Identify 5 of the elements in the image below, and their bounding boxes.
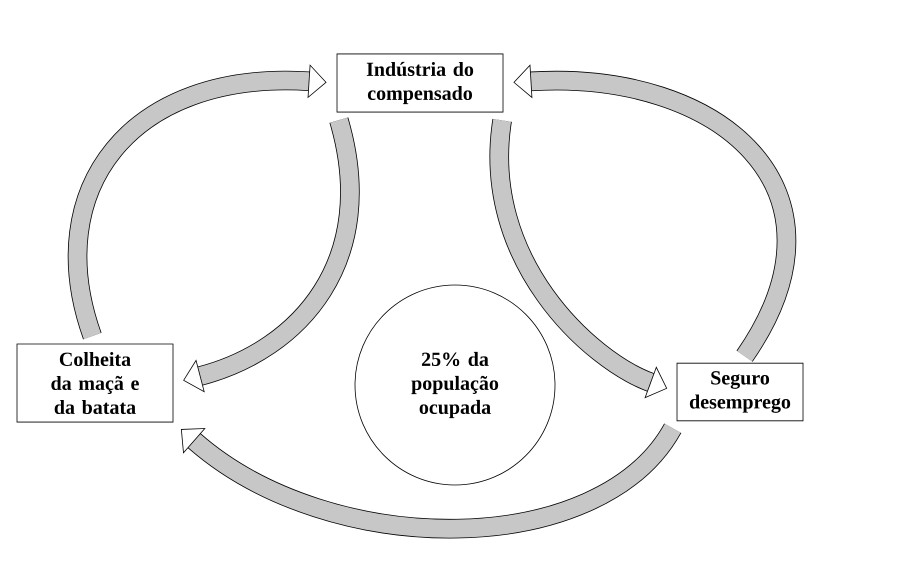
label-box: Seguro desemprego: [676, 362, 804, 422]
curved-arrow: [180, 422, 681, 538]
curved-arrow: [183, 118, 360, 392]
label-box: Indústria do compensado: [336, 54, 504, 112]
label-box: Colheita da maçã e da batata: [16, 344, 174, 422]
